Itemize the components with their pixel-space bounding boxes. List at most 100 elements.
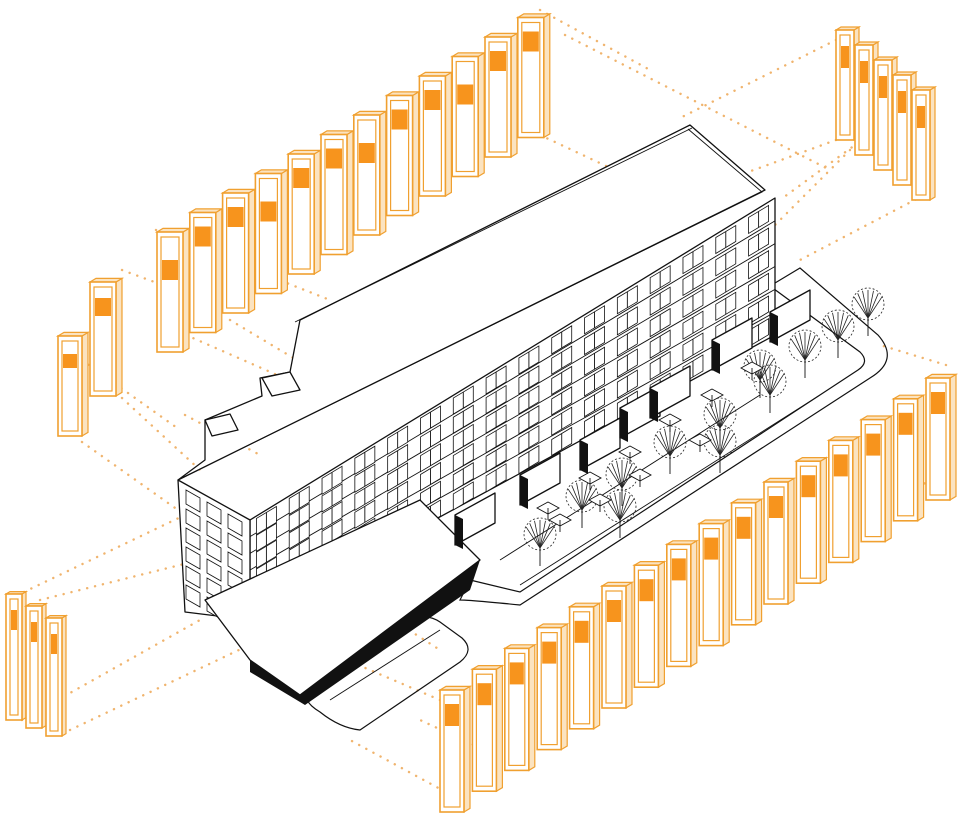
window-bay [354, 445, 376, 475]
panel-glazing-fill [917, 106, 925, 128]
facade-panel-groups [3, 12, 959, 814]
panel-glazing-fill [736, 516, 751, 539]
facade-panel [482, 32, 520, 159]
panel-glazing-fill [879, 76, 887, 98]
window-bay [649, 329, 671, 359]
umbrella [740, 361, 764, 380]
panel-inner-frame [61, 340, 79, 432]
tree-branch [769, 373, 785, 396]
tree-branch [867, 290, 874, 319]
roof-parapet-back [294, 127, 693, 323]
tree-branch [581, 488, 597, 511]
window-bay [485, 463, 507, 493]
panel-inner-frame [702, 527, 720, 642]
tree-branch [539, 526, 555, 549]
window-bay [748, 272, 769, 303]
tree [821, 309, 855, 358]
panel-inner-frame [226, 197, 246, 309]
window-bay [584, 387, 605, 418]
panel-inner-frame [508, 652, 526, 767]
tree [603, 489, 637, 538]
projection-guide-line [80, 440, 187, 517]
projection-guide-line [878, 343, 948, 367]
window-bay [321, 518, 343, 548]
facade-panel [470, 664, 505, 793]
window-bay [616, 369, 638, 399]
panel-glazing-fill [326, 148, 342, 169]
window-bay [518, 385, 540, 415]
pavilion-shadow [620, 408, 628, 442]
panel-inner-frame [521, 21, 541, 134]
panel-side-face [280, 168, 288, 295]
tree-branch [804, 335, 816, 361]
tree-branch [867, 293, 879, 319]
panel-side-face [379, 110, 387, 237]
facade-panel [286, 149, 323, 276]
facade-panel [187, 207, 224, 334]
panel-side-face [477, 51, 485, 178]
panel-side-face [852, 435, 860, 564]
window [185, 508, 201, 532]
tree-branch [719, 433, 735, 456]
window-bay [288, 502, 310, 533]
tree [523, 517, 557, 566]
panel-glazing-fill [260, 201, 277, 222]
window-bay [420, 461, 441, 492]
panel-inner-frame [839, 34, 851, 136]
panel-glazing-fill [671, 558, 686, 581]
panel-group-bottom-right [437, 373, 959, 814]
window [206, 520, 222, 544]
tree-branch [790, 338, 806, 361]
projection-guide-line [68, 638, 262, 732]
panel-side-face [313, 149, 321, 276]
window [185, 584, 201, 608]
pavilion-shadow [520, 475, 528, 509]
window-bay [748, 204, 769, 235]
umbrella [628, 468, 652, 487]
tree-branch [614, 492, 621, 521]
window-bay [616, 348, 638, 378]
projection-guide-line [348, 738, 468, 805]
panel-side-face [215, 207, 223, 334]
facade-panel [891, 394, 926, 522]
panel-inner-frame [93, 286, 113, 392]
panel-glazing-fill [227, 207, 244, 227]
tree-branch [534, 520, 541, 549]
window-bay [551, 386, 573, 416]
panel-glazing-fill [898, 91, 906, 113]
window-bay [551, 345, 573, 375]
panel-side-face [884, 414, 892, 543]
panel-side-face [754, 498, 763, 626]
facade-panel [535, 622, 570, 751]
window [227, 532, 243, 556]
retail-pavilion [649, 365, 691, 422]
tree-branch [621, 466, 637, 489]
window-bay [715, 269, 737, 299]
tree-branch [804, 338, 820, 361]
tree-branch [609, 495, 621, 521]
umbrella [536, 501, 560, 520]
window-bay [715, 224, 737, 255]
panel-side-face [722, 518, 730, 647]
site-plan [306, 267, 888, 731]
window-bay [682, 266, 704, 297]
tree-branch [621, 463, 633, 489]
tree-branch [655, 434, 671, 457]
tree-branch [607, 466, 623, 489]
facade-panel [318, 129, 356, 256]
facade-panel [384, 90, 421, 217]
panel-inner-frame [291, 158, 311, 270]
panel-glazing-fill [51, 634, 57, 654]
panel-glazing-fill [607, 600, 621, 622]
panel-glazing-fill [424, 90, 441, 110]
window-bay [584, 408, 605, 439]
window [185, 565, 201, 589]
window-bay [551, 406, 573, 436]
panel-side-face [657, 560, 666, 689]
tree-branch [709, 403, 721, 429]
panel-inner-frame [357, 119, 377, 231]
window-bay [584, 346, 605, 376]
window-bay [518, 444, 540, 475]
panel-glazing-fill [704, 537, 719, 560]
